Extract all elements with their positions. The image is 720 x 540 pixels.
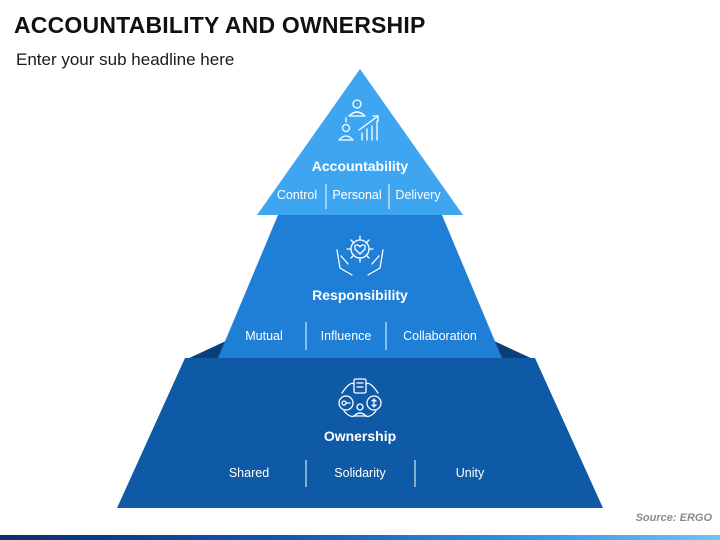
source-note: Source: ERGO	[635, 512, 712, 524]
tier-item-unity: Unity	[456, 466, 485, 480]
page-title: ACCOUNTABILITY AND OWNERSHIP	[14, 12, 426, 38]
tier-item-personal: Personal	[332, 188, 381, 202]
tier-item-collaboration: Collaboration	[403, 329, 477, 343]
top-tier	[257, 69, 463, 215]
tier-item-solidarity: Solidarity	[334, 466, 386, 480]
hands-heart-gear-icon	[336, 235, 384, 276]
bottom-tier-shadow-left	[185, 340, 228, 360]
tier-item-delivery: Delivery	[395, 188, 441, 202]
tier-label-responsibility: Responsibility	[312, 287, 408, 303]
tier-item-shared: Shared	[229, 466, 269, 480]
bottom-tier	[117, 358, 603, 508]
tier-item-control: Control	[277, 188, 317, 202]
page-subtitle: Enter your sub headline here	[16, 50, 235, 69]
middle-tier	[218, 215, 502, 358]
tier-label-accountability: Accountability	[312, 158, 409, 174]
person-growth-chart-icon	[338, 99, 379, 141]
tier-item-influence: Influence	[321, 329, 372, 343]
ownership-network-icon	[338, 378, 382, 418]
tier-label-ownership: Ownership	[324, 428, 396, 444]
bottom-accent-bar	[0, 535, 720, 540]
tier-item-mutual: Mutual	[245, 329, 283, 343]
bottom-tier-shadow-right	[492, 340, 535, 360]
